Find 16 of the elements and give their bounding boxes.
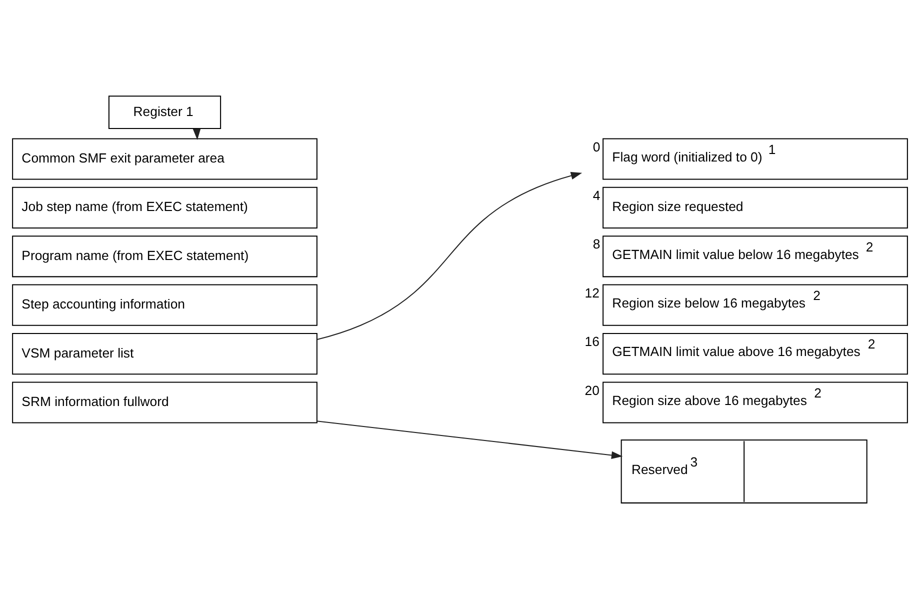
node-label: 8 — [592, 236, 600, 252]
arrow — [317, 171, 582, 340]
node-box: Job step name (from EXEC statement) — [12, 186, 318, 228]
node-label: 12 — [584, 284, 600, 300]
node-box: VSM parameter list — [12, 332, 318, 374]
node-box: Region size requested — [602, 186, 908, 228]
node-box: Program name (from EXEC statement) — [12, 235, 318, 277]
node-box: Register 1 — [108, 95, 222, 129]
node-label: 20 — [584, 382, 600, 398]
arrow — [316, 420, 623, 459]
node-label: 0 — [592, 138, 600, 154]
node-box: Common SMF exit parameter area — [12, 138, 318, 180]
node-label: 4 — [592, 187, 600, 202]
node-label: 16 — [584, 334, 600, 349]
node-box: Step accounting information — [12, 284, 318, 326]
node-box: SRM information fullword — [12, 381, 318, 423]
